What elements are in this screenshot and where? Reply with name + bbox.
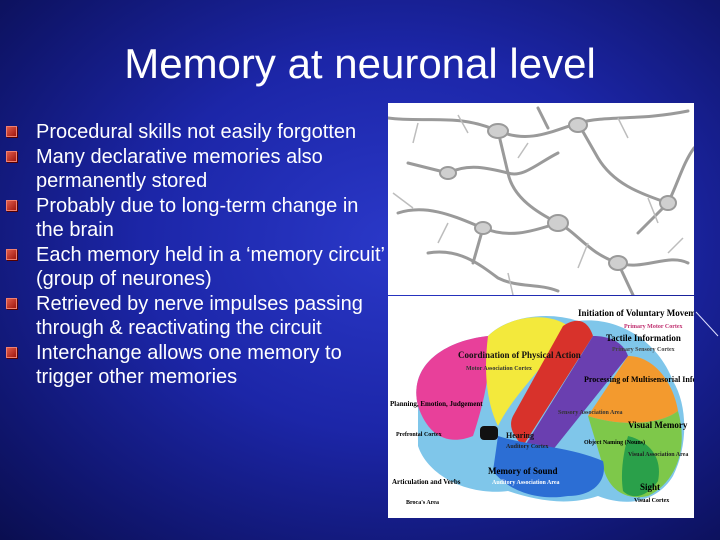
- brain-label-memory-of-sound: Memory of Sound: [488, 466, 558, 476]
- square-bullet-icon: [6, 126, 17, 137]
- brain-label-initiation: Initiation of Voluntary Movement: [578, 308, 694, 318]
- bullet-text: Interchange allows one memory to trigger…: [36, 341, 342, 389]
- pointer-line: [695, 311, 719, 337]
- brain-label-auditory-cortex: Auditory Cortex: [506, 444, 549, 450]
- slide-title: Memory at neuronal level: [124, 40, 596, 87]
- bullet-item: Interchange allows one memory to trigger…: [6, 341, 386, 390]
- square-bullet-icon: [6, 199, 17, 211]
- brain-areas-image: Initiation of Voluntary Movement Primary…: [388, 296, 720, 518]
- square-bullet-icon: [6, 297, 17, 309]
- brain-label-prefrontal: Prefrontal Cortex: [396, 432, 442, 438]
- bullet-item: Probably due to long-term change in the …: [6, 194, 386, 243]
- bullet-item: Procedural skills not easily forgotten: [6, 120, 386, 145]
- square-bullet-icon: [6, 150, 17, 162]
- square-bullet-icon: [6, 346, 17, 358]
- square-bullet-icon: [6, 248, 17, 260]
- brain-label-motor-assoc: Motor Association Cortex: [466, 366, 532, 372]
- bullet-item: Each memory held in a ‘memory circuit’ (…: [6, 243, 386, 292]
- brain-label-processing: Processing of Multisensorial Information: [584, 375, 694, 384]
- bullet-text: Each memory held in a ‘memory circuit’ (…: [36, 243, 385, 291]
- brain-label-visual-cortex: Visual Cortex: [634, 498, 669, 504]
- bullet-text: Probably due to long-term change in the …: [36, 194, 359, 242]
- brain-label-brocas: Broca's Area: [406, 500, 439, 506]
- brain-label-articulation: Articulation and Verbs: [392, 478, 461, 486]
- brain-label-hearing: Hearing: [506, 431, 534, 440]
- brain-label-visual-memory: Visual Memory: [628, 420, 688, 430]
- brain-label-planning: Planning, Emotion, Judgement: [390, 400, 483, 408]
- bullet-item: Retrieved by nerve impulses passing thro…: [6, 292, 386, 341]
- brain-label-tactile: Tactile Information: [606, 333, 681, 343]
- brain-label-visual-assoc: Visual Association Area: [628, 452, 688, 458]
- brain-label-auditory-assoc: Auditory Association Area: [492, 480, 560, 486]
- brain-label-coordination: Coordination of Physical Action: [458, 350, 581, 360]
- brain-label-sensory-cortex: Primary Sensory Cortex: [612, 347, 675, 353]
- brain-label-sight: Sight: [640, 482, 660, 492]
- neuron-network-image: [386, 103, 696, 297]
- bullet-text: Procedural skills not easily forgotten: [36, 121, 357, 143]
- bullet-text: Retrieved by nerve impulses passing thro…: [36, 292, 363, 340]
- bullet-text: Many declarative memories also permanent…: [36, 145, 323, 193]
- brain-label-primary-motor: Primary Motor Cortex: [624, 324, 683, 330]
- brain-label-sensory-assoc: Sensory Association Area: [558, 410, 623, 416]
- bullet-item: Many declarative memories also permanent…: [6, 145, 386, 194]
- bullet-list: Procedural skills not easily forgotten M…: [6, 120, 386, 390]
- brain-label-object-naming: Object Naming (Nouns): [584, 439, 645, 446]
